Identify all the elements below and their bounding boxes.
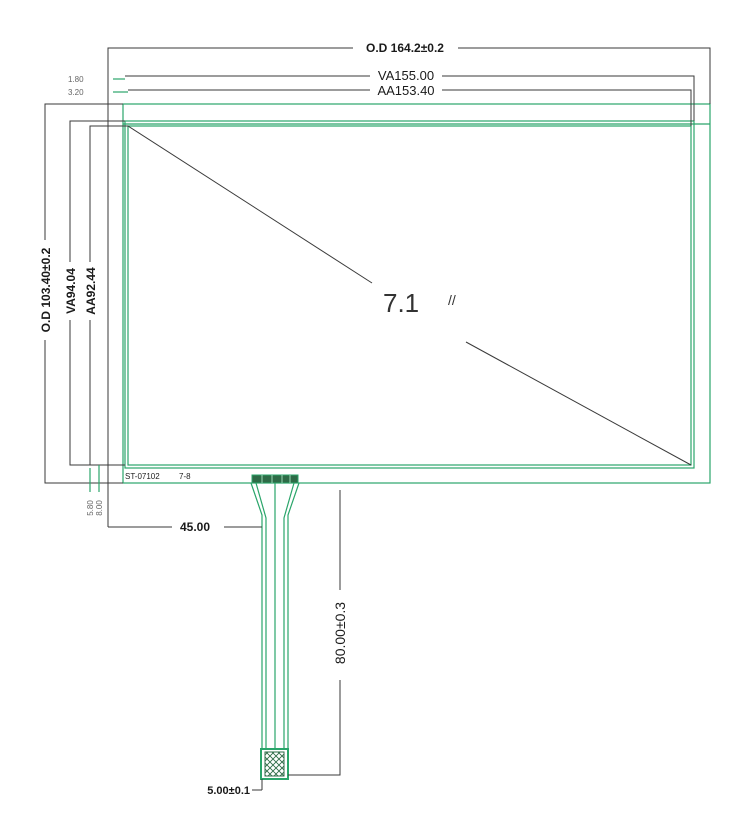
- fpc-inner-trace-left: [255, 482, 267, 750]
- diagonal-line-lower: [465, 341, 692, 466]
- diagonal-line-upper: [127, 125, 373, 284]
- tail-offset-label: 45.00: [180, 520, 210, 534]
- revision-label: 7-8: [179, 472, 191, 481]
- viewing-area-outline: [124, 120, 695, 469]
- dimension-lines: [44, 47, 711, 791]
- dimension-labels: O.D 164.2±0.2 VA155.00 AA153.40 1.80 3.2…: [38, 40, 458, 797]
- margin-label-4: 8.00: [95, 500, 104, 516]
- va-width-dimension: [125, 75, 695, 121]
- fpc-stiffener-hatch: [264, 751, 285, 777]
- va-height-label: VA94.04: [64, 268, 78, 314]
- diagonal-size-label: 7.1: [383, 288, 419, 318]
- active-area-outline: [127, 125, 692, 466]
- inch-mark: //: [448, 292, 456, 308]
- od-height-label: O.D 103.40±0.2: [39, 247, 53, 332]
- tail-width-label: 5.00±0.1: [207, 785, 250, 797]
- aa-width-dimension: [128, 89, 692, 126]
- panel-outline: [122, 103, 711, 484]
- od-width-label: O.D 164.2±0.2: [366, 41, 444, 55]
- margin-label-2: 3.20: [68, 88, 84, 97]
- margin-label-1: 1.80: [68, 75, 84, 84]
- aa-width-label: AA153.40: [377, 83, 434, 98]
- fpc-stiffener: [260, 748, 289, 780]
- tail-length-dimension: [288, 490, 341, 776]
- aa-height-dimension: [89, 125, 128, 465]
- fpc-connector-pads: [251, 474, 299, 484]
- fpc-outer-outline: [250, 482, 300, 750]
- outer-glass-outline: [122, 103, 711, 484]
- margin-label-3: 5.80: [86, 500, 95, 516]
- tail-length-label: 80.00±0.3: [332, 602, 348, 664]
- va-width-label: VA155.00: [378, 68, 434, 83]
- part-number: ST-07102: [125, 472, 160, 481]
- fpc-tail: [250, 474, 300, 780]
- aa-height-label: AA92.44: [84, 267, 98, 315]
- fpc-inner-trace-right: [283, 482, 295, 750]
